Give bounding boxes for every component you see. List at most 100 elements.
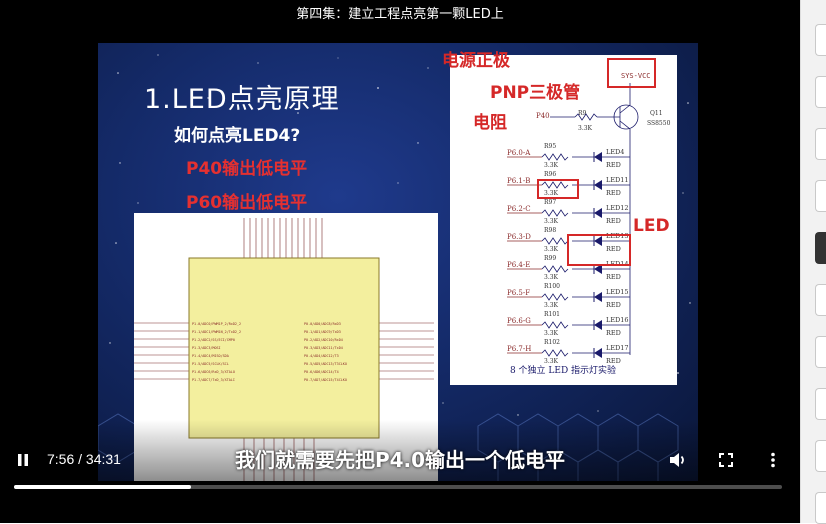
svg-text:P1.0/ADC0/PWM1P_2/RxD2_2: P1.0/ADC0/PWM1P_2/RxD2_2 (192, 322, 241, 326)
led-ref: LED15 (606, 288, 629, 296)
led-symbol (594, 264, 602, 274)
net-label: P6.1-B (507, 177, 530, 185)
resistor-symbol (541, 153, 569, 161)
led-color: RED (606, 301, 621, 309)
power-label: 电源正极 (442, 51, 510, 71)
resistor-ref: R95 (544, 143, 556, 150)
sidebar-tab[interactable] (815, 180, 826, 212)
led-ref: LED11 (606, 176, 629, 184)
sidebar-tab[interactable] (815, 284, 826, 316)
schematic-q11-part: SS8550 (647, 120, 671, 127)
more-vert-icon (771, 452, 775, 468)
resistor-symbol (541, 265, 569, 273)
progress-bar[interactable] (14, 485, 782, 489)
progress-fill (14, 485, 191, 489)
schematic-vcc-label: SYS-VCC (621, 72, 651, 80)
led-color: RED (606, 273, 621, 281)
resistor-value: 3.3K (544, 330, 559, 337)
resistor-ref: R97 (544, 199, 556, 206)
svg-text:P0.4/AD4/ADC12/T3: P0.4/AD4/ADC12/T3 (304, 354, 339, 358)
schematic-q11-label: Q11 (650, 110, 663, 117)
pause-icon (18, 454, 28, 466)
net-label: P6.0-A (507, 149, 531, 157)
resistor-value: 3.3K (544, 162, 559, 169)
led-color: RED (606, 329, 621, 337)
sidebar-tab[interactable] (815, 388, 826, 420)
star-background (109, 54, 691, 416)
led-color: RED (606, 189, 621, 197)
resistor-symbol (541, 237, 569, 245)
sidebar-tab[interactable] (815, 440, 826, 472)
sidebar-tab[interactable] (815, 336, 826, 368)
led-symbol (594, 292, 602, 302)
led-ref: LED12 (606, 204, 629, 212)
led-symbol (594, 180, 602, 190)
led-schematic: SYS-VCC P40 R9 3.3K Q11 SS8550 P6.0-A R95… (450, 55, 677, 385)
subtitle: 我们就需要先把P4.0输出一个低电平 (234, 448, 566, 472)
svg-text:P1.2/ADC2/SS/ECI/CMP0: P1.2/ADC2/SS/ECI/CMP0 (192, 338, 235, 342)
led-label: LED (633, 216, 670, 236)
slide-step: P60输出低电平 (186, 193, 308, 213)
resistor-symbol (541, 181, 569, 189)
sidebar-tab[interactable] (815, 128, 826, 160)
fullscreen-button[interactable] (715, 449, 737, 471)
resistor-value: 3.3K (544, 274, 559, 281)
resistor-symbol (541, 349, 569, 357)
resistor-value: 3.3K (544, 190, 559, 197)
svg-text:P0.6/AD6/ADC14/T4: P0.6/AD6/ADC14/T4 (304, 370, 339, 374)
svg-text:P1.3/ADC3/MOSI: P1.3/ADC3/MOSI (192, 346, 221, 350)
led-ref: LED16 (606, 316, 629, 324)
resistor-symbol (541, 321, 569, 329)
svg-text:P1.6/ADC6/RxD_3/XTALO: P1.6/ADC6/RxD_3/XTALO (192, 370, 235, 374)
sidebar-tab[interactable] (815, 24, 826, 56)
fullscreen-icon (719, 453, 733, 467)
svg-text:P1.1/ADC1/PWM1N_2/TxD2_2: P1.1/ADC1/PWM1N_2/TxD2_2 (192, 330, 241, 334)
time-display: 7:56 / 34:31 (47, 451, 121, 467)
schematic-r9-label: R9 (578, 110, 587, 117)
sidebar-panel (800, 0, 826, 524)
svg-text:P0.5/AD5/ADC13/T3CLKO: P0.5/AD5/ADC13/T3CLKO (304, 362, 347, 366)
led-color: RED (606, 161, 621, 169)
pause-button[interactable] (12, 449, 34, 471)
led-symbol (594, 208, 602, 218)
more-options-button[interactable] (762, 449, 784, 471)
svg-text:P0.3/AD3/ADC11/TxD4: P0.3/AD3/ADC11/TxD4 (304, 346, 343, 350)
slide-question: 如何点亮LED4? (174, 126, 301, 146)
sidebar-tab[interactable] (815, 492, 826, 524)
resistor-ref: R96 (544, 171, 556, 178)
video-title: 第四集：建立工程点亮第一颗LED上 (296, 7, 504, 22)
video-player[interactable]: 第四集：建立工程点亮第一颗LED上 (0, 0, 800, 523)
led-symbol (594, 320, 602, 330)
resistor-label: 电阻 (473, 113, 507, 133)
resistor-ref: R98 (544, 227, 556, 234)
svg-text:P0.7/AD7/ADC15/T4CLKO: P0.7/AD7/ADC15/T4CLKO (304, 378, 347, 382)
resistor-value: 3.3K (544, 302, 559, 309)
led-symbol (594, 348, 602, 358)
svg-text:P1.7/ADC7/TxD_3/XTALI: P1.7/ADC7/TxD_3/XTALI (192, 378, 235, 382)
resistor-ref: R99 (544, 255, 556, 262)
resistor-ref: R101 (544, 311, 560, 318)
net-label: P6.5-F (507, 289, 530, 297)
video-frame: 1.LED点亮原理 如何点亮LED4? P40输出低电平 P60输出低电平 (98, 43, 698, 481)
led-ref: LED17 (606, 344, 629, 352)
power-highlight-box (607, 58, 656, 88)
volume-button[interactable] (666, 449, 690, 471)
svg-text:P0.1/AD1/ADC9/TxD3: P0.1/AD1/ADC9/TxD3 (304, 330, 341, 334)
resistor-symbol (541, 209, 569, 217)
resistor-value: 3.3K (544, 246, 559, 253)
net-label: P6.7-H (507, 345, 531, 353)
controls-overlay (0, 420, 800, 523)
resistor-value: 3.3K (544, 218, 559, 225)
led-highlight-box (567, 234, 631, 266)
sidebar-tab[interactable] (815, 232, 826, 264)
sidebar-tab[interactable] (815, 76, 826, 108)
svg-text:P1.4/ADC4/MISO/SDA: P1.4/ADC4/MISO/SDA (192, 354, 229, 358)
led-ref: LED4 (606, 148, 624, 156)
schematic-p40-label: P40 (536, 112, 550, 120)
